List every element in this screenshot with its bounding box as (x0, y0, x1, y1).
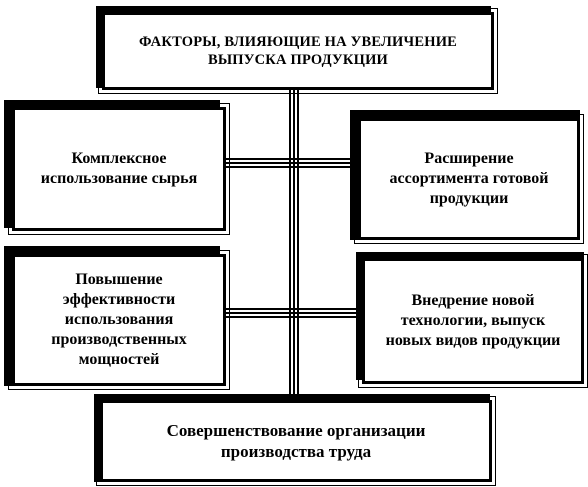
right-top-text: Расширение ассортимента готовой продукци… (389, 150, 549, 207)
left-bottom-text: Повышение эффективности использования пр… (51, 271, 187, 368)
left-top-text: Комплексное использование сырья (40, 150, 198, 187)
right-bottom-text: Внедрение новой технологии, выпуск новых… (385, 292, 561, 349)
connector-top-row (226, 158, 360, 168)
connector-bottom-row (226, 308, 364, 318)
bottom-box: Совершенствование организации производст… (96, 396, 496, 486)
right-bottom-box: Внедрение новой технологии, выпуск новых… (358, 254, 588, 388)
left-top-box: Комплексное использование сырья (8, 103, 230, 235)
left-bottom-box: Повышение эффективности использования пр… (8, 250, 230, 390)
right-top-box: Расширение ассортимента готовой продукци… (354, 114, 584, 244)
vertical-connector (289, 88, 299, 398)
bottom-text: Совершенствование организации производст… (166, 420, 426, 461)
title-box: ФАКТОРЫ, ВЛИЯЮЩИЕ НА УВЕЛИЧЕНИЕ ВЫПУСКА … (98, 8, 498, 94)
title-text: ФАКТОРЫ, ВЛИЯЮЩИЕ НА УВЕЛИЧЕНИЕ ВЫПУСКА … (138, 33, 458, 68)
